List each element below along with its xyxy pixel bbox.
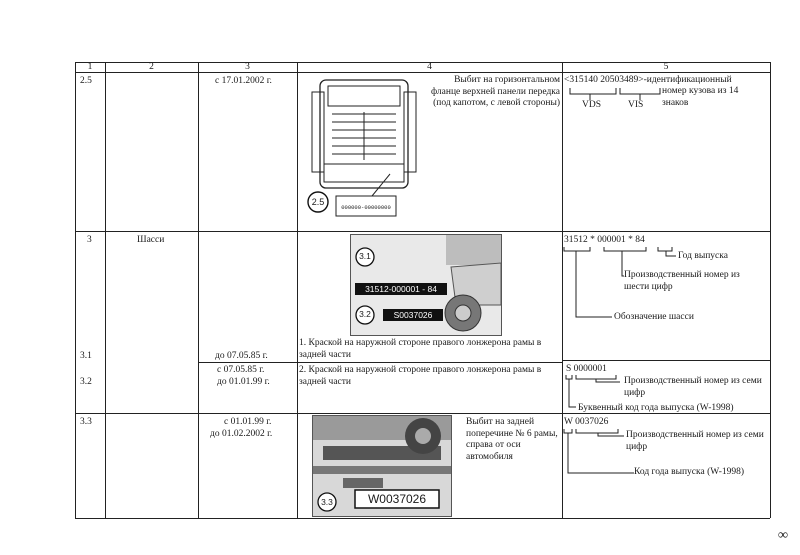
row-3-note-serial: Производственный номер из шести цифр [624, 270, 740, 292]
row-3-3-number: 3.3 [80, 417, 92, 427]
page-mark: ∞ [778, 528, 788, 543]
row-3-plate-top: 31512-000001 - 84 [355, 283, 447, 295]
row-3-name: Шасси [137, 235, 165, 245]
header-col-3: 3 [245, 62, 250, 72]
header-col-1: 1 [87, 62, 93, 72]
header-col-5: 5 [663, 62, 669, 72]
row-3-2-period-from: с 07.05.85 г. [217, 365, 265, 375]
row-3-leader-lines [563, 247, 676, 318]
row-3-3-callout: 3.3 [321, 497, 333, 507]
row-2-5-vis: VIS [628, 100, 644, 110]
row-3-1-period: до 07.05.85 г. [215, 351, 268, 361]
row-3-3-note-letter: Код года выпуска (W-1998) [634, 467, 745, 477]
row-3-3-note-serial: Производственный номер из семи цифр [626, 430, 764, 452]
chassis-photo: 3.1 3.2 31512-000001 - 84 S0037026 [350, 234, 502, 336]
row-2-5-description: Выбит на горизонтальном фланце верхней п… [430, 75, 560, 108]
row-3-code-line: 31512 * 000001 * 84 [564, 235, 645, 245]
row-3-3-leader-lines [563, 429, 634, 474]
row-3-1-number: 3.1 [80, 351, 92, 361]
row-3-plate-bottom: S0037026 [383, 309, 443, 321]
row-3-2-description: 2. Краской на наружной стороне правого л… [299, 365, 542, 387]
row-2-5-callout: 2.5 [311, 197, 325, 207]
row-3-note-designation: Обозначение шасси [614, 312, 694, 322]
row-3-callout-bottom: 3.2 [359, 309, 371, 319]
row-3-2-note-serial: Производственный номер из семи цифр [624, 376, 762, 398]
row-3-3-period-from: с 01.01.99 г. [224, 417, 272, 427]
row-3-callout-top: 3.1 [359, 251, 371, 261]
row-3-3-plate: W0037026 [367, 492, 427, 506]
row-3-2-period-to: до 01.01.99 г. [217, 377, 270, 387]
row-2-5-vds: VDS [582, 100, 602, 110]
row-3-3-period-to: до 01.02.2002 г. [210, 429, 273, 439]
car-hood-illustration: 2.5 000000-00000000 [302, 74, 427, 226]
row-3-1-description: 1. Краской на наружной стороне правого л… [299, 338, 542, 360]
row-3-2-number: 3.2 [80, 377, 92, 387]
row-3-2-leader-lines [565, 375, 620, 408]
row-2-5-code-line: <315140 20503489>-идентификационный [564, 75, 732, 85]
row-3-note-year: Год выпуска [678, 251, 728, 261]
row-2-5-plate: 000000-00000000 [341, 204, 391, 211]
header-col-2: 2 [149, 62, 154, 72]
row-3-number: 3 [87, 235, 92, 245]
row-3-2-code-line: S 0000001 [566, 364, 607, 374]
row-3-2-note-letter: Буквенный код года выпуска (W-1998) [578, 403, 734, 413]
header-col-4: 4 [427, 62, 432, 72]
row-2-5-number: 2.5 [80, 76, 92, 86]
rear-frame-photo: 3.3 W0037026 [312, 415, 452, 517]
row-2-5-period: с 17.01.2002 г. [215, 76, 272, 86]
row-2-5-code-rest: номер кузова из 14 знаков [662, 86, 739, 108]
row-3-3-description: Выбит на задней поперечине № 6 рамы, спр… [466, 417, 558, 462]
row-3-3-code-line: W 0037026 [564, 417, 609, 427]
row-2-5-brackets [569, 88, 661, 100]
